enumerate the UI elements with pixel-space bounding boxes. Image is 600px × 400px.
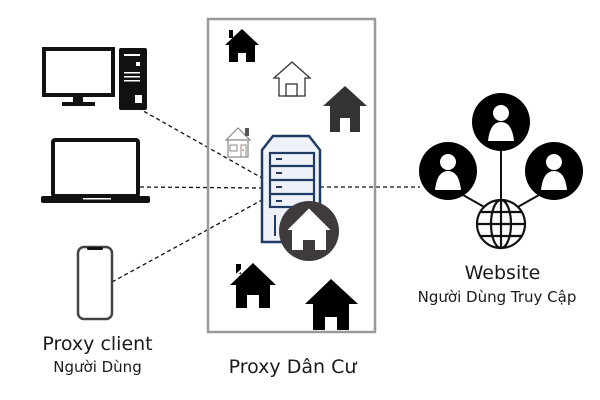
website-subtitle: Người Dùng Truy Cập bbox=[417, 288, 577, 306]
house-small-gray-icon bbox=[224, 127, 252, 158]
house-black-icon-3 bbox=[305, 279, 358, 330]
desktop-computer-icon bbox=[42, 47, 147, 110]
house-black-icon-2 bbox=[229, 257, 278, 308]
house-black-icon-1 bbox=[225, 29, 259, 62]
client-title: Proxy client bbox=[42, 333, 153, 355]
house-outline-icon bbox=[272, 61, 312, 97]
website-links bbox=[462, 143, 540, 209]
connector-desktop-proxy bbox=[137, 107, 263, 179]
laptop-icon bbox=[41, 138, 150, 203]
smartphone-icon bbox=[76, 245, 114, 321]
connector-phone-proxy bbox=[111, 199, 263, 283]
proxy-title: Proxy Dân Cư bbox=[228, 356, 357, 378]
home-badge-icon bbox=[279, 201, 339, 261]
connector-laptop-proxy bbox=[139, 186, 263, 189]
user-circle-icon-left bbox=[419, 142, 477, 200]
client-subtitle: Người Dùng bbox=[53, 358, 142, 376]
user-circle-icon-right bbox=[525, 142, 583, 200]
proxy-box bbox=[206, 17, 377, 334]
globe-icon bbox=[475, 198, 527, 250]
website-title: Website bbox=[464, 262, 541, 284]
house-dark-icon bbox=[323, 86, 367, 132]
user-circle-icon-top bbox=[472, 93, 530, 151]
